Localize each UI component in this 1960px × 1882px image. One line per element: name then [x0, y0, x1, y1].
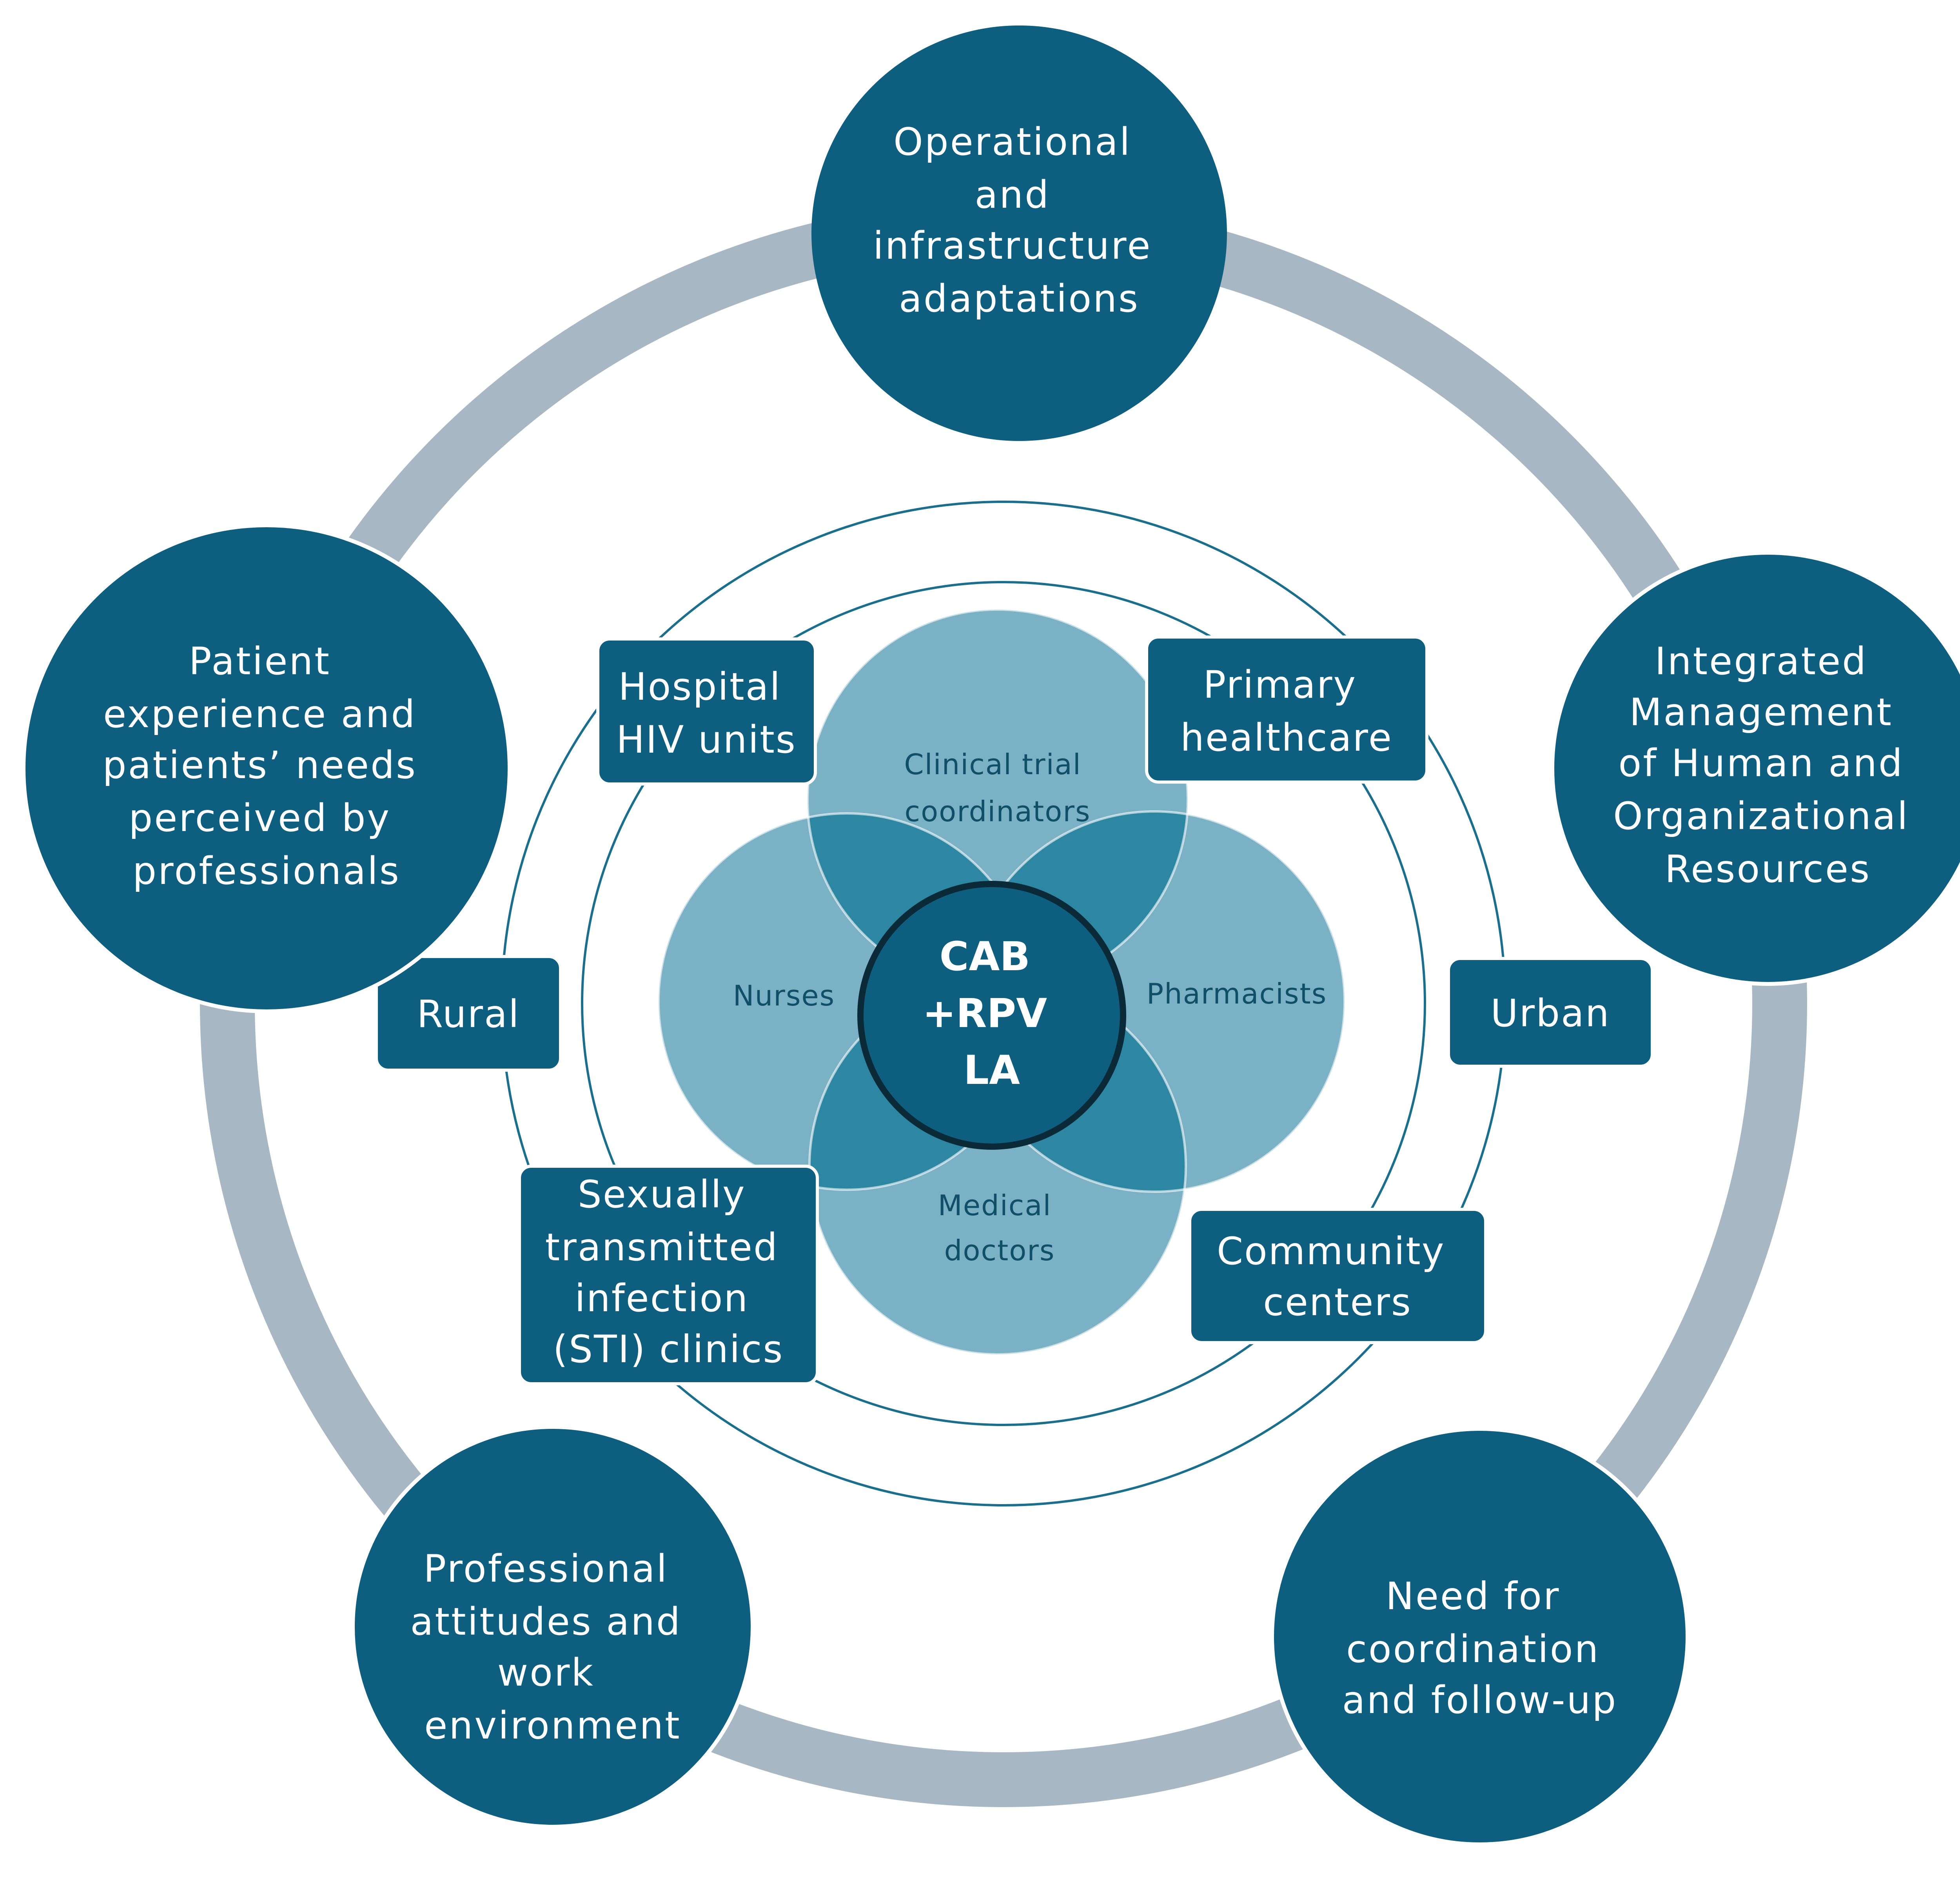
theme-circle-operational: Operational and infrastructure adaptatio… — [811, 25, 1227, 441]
setting-box-hospital-hiv-units: Hospital HIV units — [596, 637, 817, 786]
svg-text:Operational and in: Operational and infrastructure adaptatio… — [873, 120, 1165, 321]
petal-label-medical-doctors: Medical doctors — [938, 1189, 1062, 1267]
theme-circle-patient-experience: Patient experience and patients’ needs p… — [22, 523, 512, 1013]
svg-text:Professional attitudes a: Professional attitudes and work environm… — [410, 1547, 695, 1748]
theme-circle-integrated-management: Integrated Management of Human and Organ… — [1550, 551, 1960, 986]
petal-label-nurses: Nurses — [733, 979, 835, 1012]
inner-ring — [581, 581, 1426, 1426]
setting-box-primary-healthcare: Primary healthcare — [1145, 635, 1428, 784]
setting-box-rural: Rural — [375, 955, 562, 1072]
petal-label-clinical-trial-coordinators: Clinical trial coordinators — [904, 748, 1091, 828]
svg-text:Hospital HIV units: Hospital HIV units — [616, 665, 797, 762]
svg-text:Community centers: Community centers — [1217, 1229, 1458, 1324]
center-circle — [857, 881, 1126, 1150]
svg-text:Patient experience and: Patient experience and patients’ needs p… — [102, 639, 430, 893]
svg-text:Rural: Rural — [417, 992, 520, 1036]
center-label: CAB +RPV LA — [922, 933, 1061, 1094]
theme-circle-coordination: Need for coordination and follow-up — [1270, 1427, 1690, 1846]
svg-text:Urban: Urban — [1490, 991, 1610, 1035]
svg-text:Integrated Management: Integrated Management of Human and Organ… — [1613, 639, 1923, 891]
setting-box-urban: Urban — [1447, 957, 1654, 1068]
petal-label-pharmacists: Pharmacists — [1147, 977, 1327, 1010]
svg-text:Need for coordination: Need for coordination and follow-up — [1342, 1574, 1618, 1722]
svg-text:Sexually transmitted: Sexually transmitted infection (STI) cli… — [545, 1172, 792, 1371]
setting-box-sti-clinics: Sexually transmitted infection (STI) cli… — [518, 1165, 819, 1385]
theme-circle-professional-attitudes: Professional attitudes and work environm… — [351, 1425, 755, 1829]
svg-text:Primary healthcare: Primary healthcare — [1180, 663, 1393, 760]
setting-box-community-centers: Community centers — [1188, 1208, 1487, 1344]
